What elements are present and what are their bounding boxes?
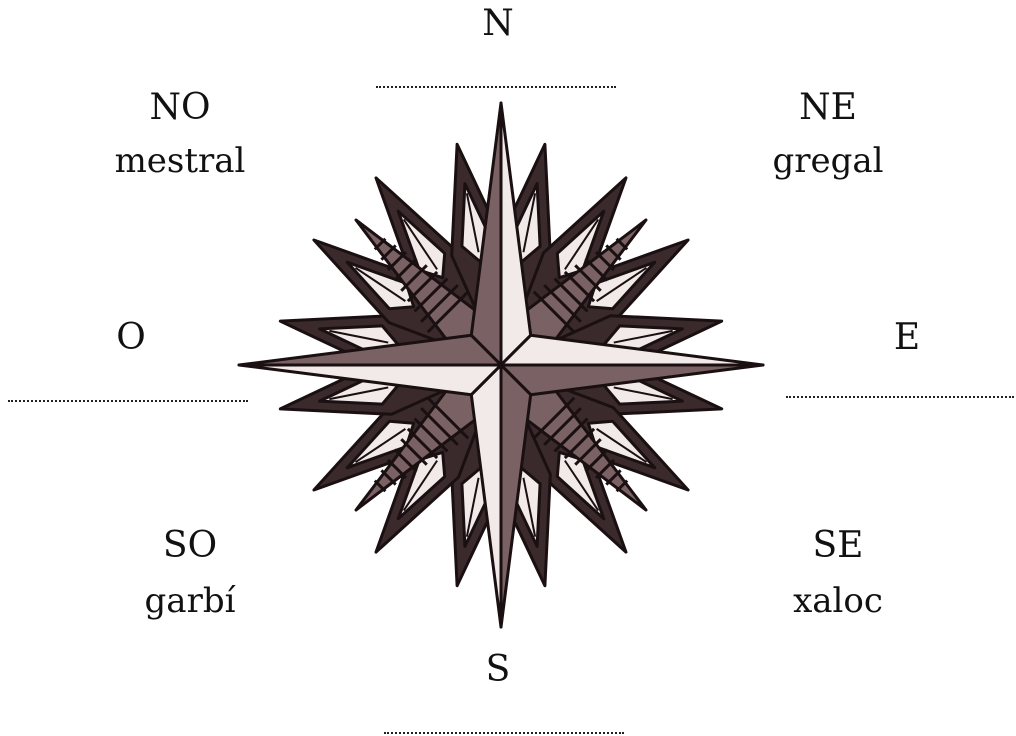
southwest-wind-name: garbí — [130, 584, 250, 618]
south-answer-blank[interactable] — [384, 732, 624, 734]
east-answer-blank[interactable] — [786, 396, 1014, 398]
southeast-label: SE — [788, 528, 888, 564]
northwest-label: NO — [130, 90, 230, 126]
north-label: N — [478, 6, 518, 42]
northeast-label: NE — [778, 90, 878, 126]
southwest-label: SO — [140, 528, 240, 564]
northwest-wind-name: mestral — [110, 144, 250, 178]
northeast-wind-name: gregal — [758, 144, 898, 178]
south-label: S — [478, 652, 518, 688]
west-answer-blank[interactable] — [8, 400, 248, 402]
north-answer-blank[interactable] — [376, 86, 616, 88]
main-cardinal-star — [239, 103, 763, 627]
southeast-wind-name: xaloc — [768, 584, 908, 618]
east-label: E — [882, 320, 932, 356]
compass-rose-icon — [236, 100, 766, 630]
west-label: O — [106, 320, 156, 356]
